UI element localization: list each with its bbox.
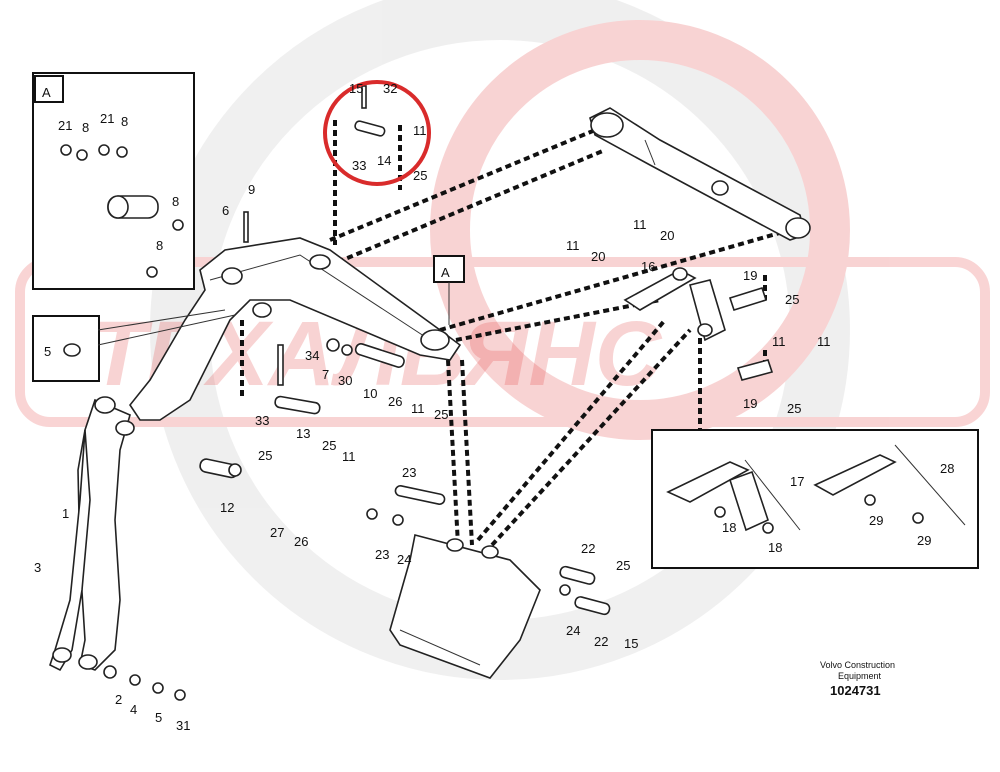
loose-parts [103, 85, 611, 701]
part-label-p10: 10 [363, 386, 377, 401]
part-label-p25b: 25 [434, 407, 448, 422]
boom [129, 237, 462, 421]
credit-line2: Equipment [838, 671, 882, 681]
part-label-p30: 30 [338, 373, 352, 388]
part-label-p22a: 22 [581, 541, 595, 556]
part-label-p5d: 5 [44, 344, 51, 359]
part-label-p5m: 5 [155, 710, 162, 725]
bucket [389, 534, 541, 679]
part-label-p29a: 29 [869, 513, 883, 528]
detail-a-marker: A [42, 85, 51, 100]
part-label-p24b: 24 [566, 623, 580, 638]
highlight-circle [323, 80, 431, 186]
detail-a-callout: A [433, 255, 465, 325]
part-label-p25c: 25 [322, 438, 336, 453]
part-label-p24a: 24 [397, 552, 411, 567]
part-label-p11d: 11 [566, 238, 580, 253]
part-label-p25f: 25 [785, 292, 799, 307]
link-assembly [623, 267, 774, 381]
part-label-p17: 17 [790, 474, 804, 489]
part-label-p12: 12 [220, 500, 234, 515]
part-label-p19b: 19 [743, 396, 757, 411]
part-label-p11b: 11 [411, 401, 425, 416]
part-label-p11a: 11 [413, 123, 427, 138]
part-label-p29b: 29 [917, 533, 931, 548]
link-detail-box [651, 429, 979, 569]
detail-a-callout-marker: A [441, 265, 450, 280]
dipper-arm [49, 396, 135, 672]
part-label-p22b: 22 [594, 634, 608, 649]
part-label-p11c: 11 [342, 449, 356, 464]
part-label-p25d: 25 [258, 448, 272, 463]
part-label-p6: 6 [222, 203, 229, 218]
part-label-p26b: 26 [294, 534, 308, 549]
part-label-p13: 13 [296, 426, 310, 441]
part-label-p25g: 25 [787, 401, 801, 416]
part-label-p16: 16 [641, 259, 655, 274]
part-label-p21a: 21 [58, 118, 72, 133]
part-label-p18b: 18 [768, 540, 782, 555]
credit-line1: Volvo Construction [820, 660, 895, 670]
detail-a-box: A [32, 72, 195, 290]
part-label-p26a: 26 [388, 394, 402, 409]
part-label-p8c: 8 [172, 194, 179, 209]
part-label-p33b: 33 [255, 413, 269, 428]
part-label-p25a: 25 [413, 168, 427, 183]
part-label-p11e: 11 [633, 217, 647, 232]
hydraulic-cylinder [589, 107, 811, 241]
part-label-p11g: 11 [817, 334, 831, 349]
part-label-p7: 7 [322, 367, 329, 382]
part-label-p32: 32 [383, 81, 397, 96]
part-label-p21b: 21 [100, 111, 114, 126]
part-label-p15h: 15 [349, 81, 363, 96]
part-label-p4: 4 [130, 702, 137, 717]
part-label-p23b: 23 [375, 547, 389, 562]
part-label-p31: 31 [176, 718, 190, 733]
part-label-p20a: 20 [660, 228, 674, 243]
part-label-p1: 1 [62, 506, 69, 521]
part-label-p8b: 8 [82, 120, 89, 135]
part-label-p9: 9 [248, 182, 255, 197]
part-label-p19a: 19 [743, 268, 757, 283]
credit-number: 1024731 [830, 683, 881, 698]
part-label-p27: 27 [270, 525, 284, 540]
part-label-p8d: 8 [156, 238, 163, 253]
part-label-p28: 28 [940, 461, 954, 476]
credit-block: Volvo Construction Equipment 1024731 [820, 660, 895, 698]
part-label-p23a: 23 [402, 465, 416, 480]
part-label-p11f: 11 [772, 334, 786, 349]
part-label-p15: 15 [624, 636, 638, 651]
part-label-p2: 2 [115, 692, 122, 707]
detail-seal-box [32, 309, 236, 382]
part-label-p18a: 18 [722, 520, 736, 535]
part-label-p25e: 25 [616, 558, 630, 573]
part-label-p14: 14 [377, 153, 391, 168]
part-label-p34: 34 [305, 348, 319, 363]
part-label-p33a: 33 [352, 158, 366, 173]
part-label-p3: 3 [34, 560, 41, 575]
part-label-p8a: 8 [121, 114, 128, 129]
part-label-p20b: 20 [591, 249, 605, 264]
